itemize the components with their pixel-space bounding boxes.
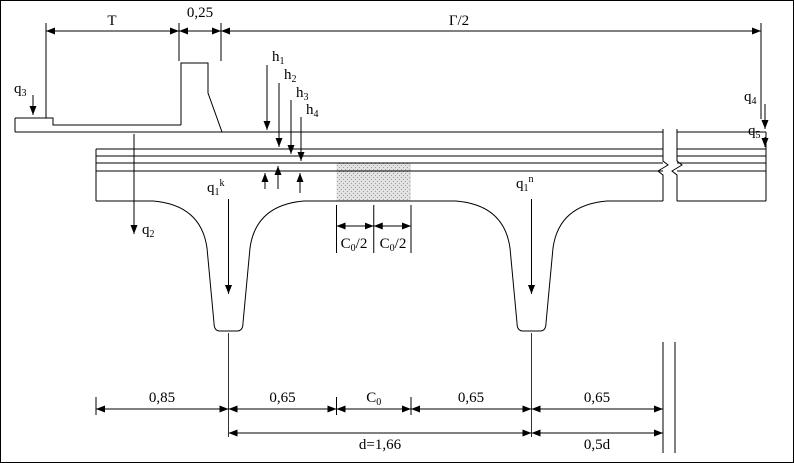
h3-base: h [296, 85, 304, 101]
break-lines [657, 129, 683, 201]
c0l-suffix: /2 [356, 236, 368, 252]
h2-sub: 2 [292, 74, 297, 85]
dim-label-T: T [107, 13, 116, 29]
q1n-sub: 1 [524, 183, 529, 194]
c0r-sub: 0 [390, 243, 395, 254]
c0r-suffix: /2 [395, 236, 407, 252]
dim-label-gamma-half: Γ/2 [449, 13, 469, 29]
q1k-base: q [207, 180, 215, 196]
c0-base: C [366, 390, 376, 406]
q4-sub: 4 [752, 96, 757, 107]
top-dimensions: T 0,25 Γ/2 [45, 5, 762, 119]
layer-label-h2: h2 [284, 67, 297, 85]
load-label-q4: q4 [744, 89, 757, 107]
load-arrows: q3 q2 q1k q1n q4 q5 [14, 81, 769, 294]
c0l-sub: 0 [351, 243, 356, 254]
dim-label-c0: C0 [366, 390, 381, 408]
dim-label-085: 0,85 [149, 390, 175, 406]
h1-sub: 1 [280, 56, 285, 67]
q1k-sup: k [220, 178, 225, 189]
load-patch-hatch [336, 163, 411, 201]
dim-label-025: 0,25 [187, 5, 213, 21]
c0-sub: 0 [376, 397, 381, 408]
q4-base: q [744, 89, 752, 105]
bottom-extension-lines [95, 397, 412, 415]
layer-label-h3: h3 [296, 85, 309, 103]
q5-base: q [748, 123, 756, 139]
h2-base: h [284, 67, 292, 83]
q3-sub: 3 [22, 88, 27, 99]
load-label-q5: q5 [748, 123, 761, 141]
q1n-base: q [516, 176, 524, 192]
q2-sub: 2 [150, 229, 155, 240]
slab-bottom-and-beam-webs [96, 200, 663, 332]
h1-base: h [272, 49, 280, 65]
c0-half-dimensions: C0/2 C0/2 [336, 205, 412, 254]
load-label-q2: q2 [142, 222, 155, 240]
dim-label-c0-half-right: C0/2 [380, 236, 407, 254]
dim-label-d: d=1,66 [359, 437, 402, 453]
dim-label-065-2: 0,65 [458, 390, 484, 406]
load-label-q1k: q1k [207, 178, 225, 198]
c0r-base: C [380, 236, 390, 252]
q5-sub: 5 [756, 130, 761, 141]
load-label-q1n: q1n [516, 174, 534, 194]
structure [14, 62, 767, 453]
sidewalk-curb-outline [14, 62, 223, 133]
q2-base: q [142, 222, 150, 238]
layer-label-h4: h4 [306, 102, 319, 120]
dim-label-065-3: 0,65 [584, 390, 610, 406]
q1k-sub: 1 [215, 187, 220, 198]
h4-base: h [306, 102, 314, 118]
layer-label-h1: h1 [272, 49, 285, 67]
h3-sub: 3 [304, 92, 309, 103]
q1n-sup: n [529, 174, 534, 185]
dim-label-065-1: 0,65 [269, 390, 295, 406]
deck-right-edge [677, 132, 767, 202]
pavement-layer-lines [96, 148, 766, 172]
c0l-base: C [341, 236, 351, 252]
h4-sub: 4 [314, 109, 319, 120]
dim-label-c0-half-left: C0/2 [341, 236, 368, 254]
top-extension-lines [45, 23, 762, 119]
bottom-dimensions: 0,85 0,65 C0 0,65 0,65 d=1,66 0,5d [95, 390, 663, 453]
layer-thickness-dimensions: h1 h2 h3 h4 [261, 49, 319, 193]
q3-base: q [14, 81, 22, 97]
dim-label-half-d: 0,5d [584, 437, 611, 453]
beam-centerlines [228, 333, 532, 437]
load-label-q3: q3 [14, 81, 27, 99]
right-reference-double-line [662, 342, 676, 453]
